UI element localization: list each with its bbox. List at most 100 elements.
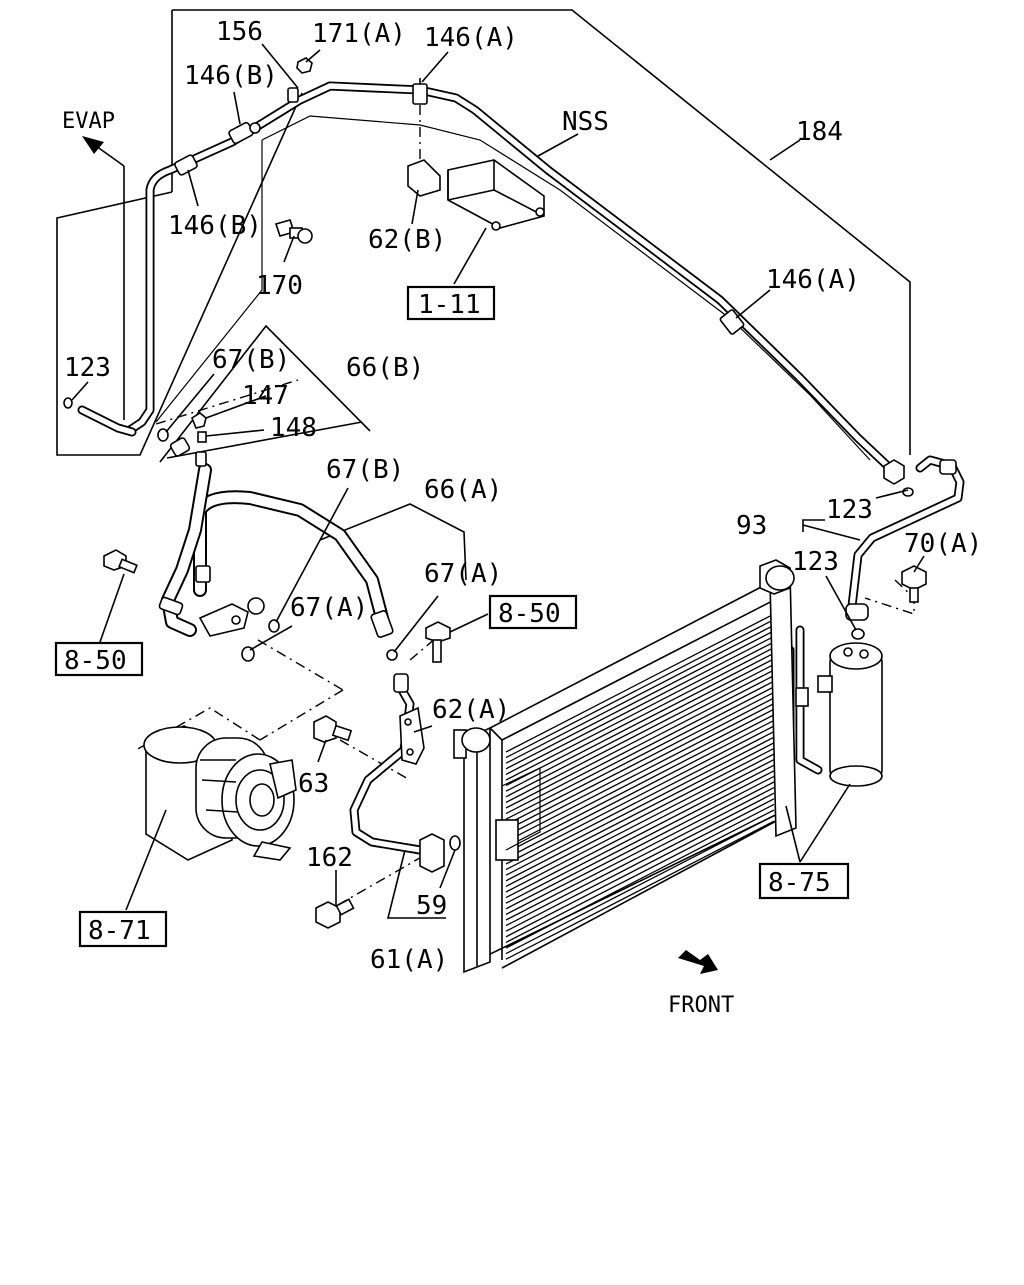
compressor <box>143 725 297 861</box>
condenser-fin <box>505 787 775 927</box>
label-nss: NSS <box>562 107 609 137</box>
condenser-fin <box>505 641 775 781</box>
bracket-61a <box>419 833 445 873</box>
condenser-fin <box>505 781 775 921</box>
fitting-67a <box>370 610 409 693</box>
condenser-fin <box>505 686 775 826</box>
ref-box-1-11[interactable]: 1-11 <box>406 285 496 321</box>
condenser-fin <box>505 647 775 787</box>
ref-label-8-50-left: 8-50 <box>64 646 127 676</box>
group-outline-184 <box>171 9 911 455</box>
condenser-fin <box>505 742 775 882</box>
label-62a: 62(A) <box>432 695 510 725</box>
condenser-fin <box>505 803 775 943</box>
condenser-fin <box>505 680 775 820</box>
label-62b: 62(B) <box>368 225 446 255</box>
label-148: 148 <box>270 413 317 443</box>
clamp-146b-mid <box>174 154 198 176</box>
group-outline-66a <box>319 503 467 581</box>
label-67a-b: 67(A) <box>290 593 368 623</box>
label-front: FRONT <box>668 993 734 1018</box>
bolt-63 <box>313 715 353 743</box>
label-147: 147 <box>242 381 289 411</box>
condenser-fin <box>505 809 775 949</box>
condenser-fin <box>505 613 775 753</box>
front-arrow-icon <box>678 950 718 974</box>
condenser-fin <box>505 714 775 854</box>
bracket-62a <box>399 706 425 765</box>
group-outline-93 <box>802 519 861 541</box>
ref-box-8-71[interactable]: 8-71 <box>78 910 168 948</box>
condenser-fin <box>505 747 775 887</box>
pipe-liquid-right <box>847 455 965 611</box>
bolt-170 <box>274 219 313 244</box>
bolt-8-50-left <box>103 549 138 574</box>
condenser-fin <box>505 764 775 904</box>
bolt-70a <box>901 565 927 603</box>
label-146a-right: 146(A) <box>766 265 860 295</box>
ref-box-8-50-right[interactable]: 8-50 <box>488 594 578 630</box>
condenser-fin <box>505 820 775 960</box>
label-59: 59 <box>416 891 447 921</box>
clamp-146b-top <box>228 121 261 145</box>
receiver-drier <box>795 642 883 787</box>
label-123-r2: 123 <box>792 547 839 577</box>
condenser-fin <box>505 691 775 831</box>
label-61a: 61(A) <box>370 945 448 975</box>
condenser-fin <box>505 635 775 775</box>
label-123-left: 123 <box>64 353 111 383</box>
label-171a: 171(A) <box>312 19 406 49</box>
label-66b: 66(B) <box>346 353 424 383</box>
condenser-fin <box>505 815 775 955</box>
pipe-evap-suction <box>125 81 897 475</box>
condenser-fin <box>505 708 775 848</box>
ref-box-8-75[interactable]: 8-75 <box>758 862 850 900</box>
ref-label-8-50-right: 8-50 <box>498 599 561 629</box>
ref-label-8-75: 8-75 <box>768 868 831 898</box>
o-rings-left <box>63 397 461 851</box>
condenser-fin <box>505 630 775 770</box>
label-123-r1: 123 <box>826 495 873 525</box>
label-evap: EVAP <box>62 109 115 134</box>
label-93: 93 <box>736 511 767 541</box>
condenser-fin <box>505 792 775 932</box>
condenser-fin <box>505 652 775 792</box>
label-156: 156 <box>216 17 263 47</box>
label-184: 184 <box>796 117 843 147</box>
condenser-fin <box>505 624 775 764</box>
condenser-fin <box>505 697 775 837</box>
condenser-fin <box>505 798 775 938</box>
label-162: 162 <box>306 843 353 873</box>
group-outline-61a <box>386 849 446 919</box>
label-63: 63 <box>298 769 329 799</box>
label-170: 170 <box>256 271 303 301</box>
label-67b-b: 67(B) <box>326 455 404 485</box>
module-nss <box>407 159 545 231</box>
condenser-fin <box>505 753 775 893</box>
clamp-146a-top <box>412 78 428 105</box>
condenser-fin <box>505 775 775 915</box>
ref-label-8-71: 8-71 <box>88 916 151 946</box>
nut-171a <box>296 57 313 74</box>
condenser-fin <box>505 736 775 876</box>
evap-arrow-icon <box>82 136 125 420</box>
fitting-156 <box>287 87 299 103</box>
label-66a: 66(A) <box>424 475 502 505</box>
condenser-fin <box>505 619 775 759</box>
condenser-fin <box>505 719 775 859</box>
bolt-162 <box>315 898 355 929</box>
bolt-8-50-right <box>425 621 451 663</box>
condenser-fin <box>505 663 775 803</box>
hose-66b <box>161 463 212 637</box>
fittings-147-148 <box>169 412 207 467</box>
ref-box-8-50-left[interactable]: 8-50 <box>54 641 144 677</box>
pipe-thin-parallel <box>155 115 871 461</box>
part-labels: EVAP 156 171(A) 146(A) 146(B) NSS 184 14… <box>62 17 982 1018</box>
ref-label-1-11: 1-11 <box>418 290 481 320</box>
label-146a-top: 146(A) <box>424 23 518 53</box>
label-67a-a: 67(A) <box>424 559 502 589</box>
group-outline-left <box>56 92 303 456</box>
condenser-fin <box>505 703 775 843</box>
condenser-fin <box>505 725 775 865</box>
